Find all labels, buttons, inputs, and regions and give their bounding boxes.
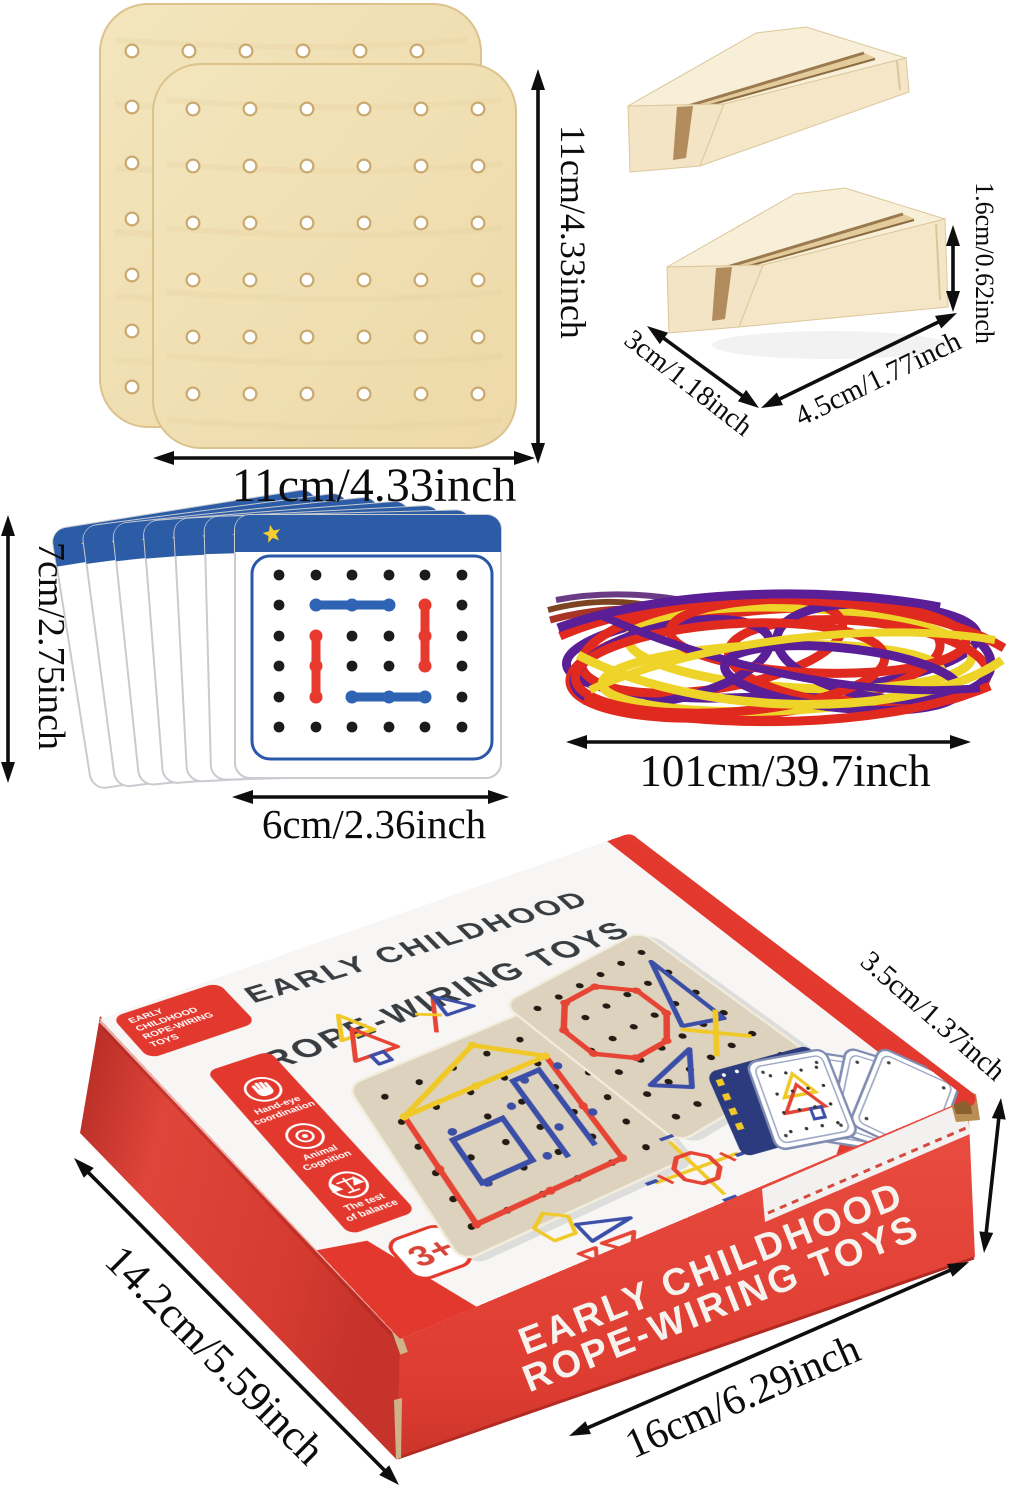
svg-text:11cm/4.33inch: 11cm/4.33inch (553, 125, 593, 339)
svg-text:1.6cm/0.62inch: 1.6cm/0.62inch (970, 182, 999, 344)
svg-text:6cm/2.36inch: 6cm/2.36inch (262, 801, 486, 847)
svg-text:101cm/39.7inch: 101cm/39.7inch (639, 746, 930, 796)
svg-text:11cm/4.33inch: 11cm/4.33inch (232, 459, 517, 512)
svg-text:7cm/2.75inch: 7cm/2.75inch (30, 542, 72, 750)
